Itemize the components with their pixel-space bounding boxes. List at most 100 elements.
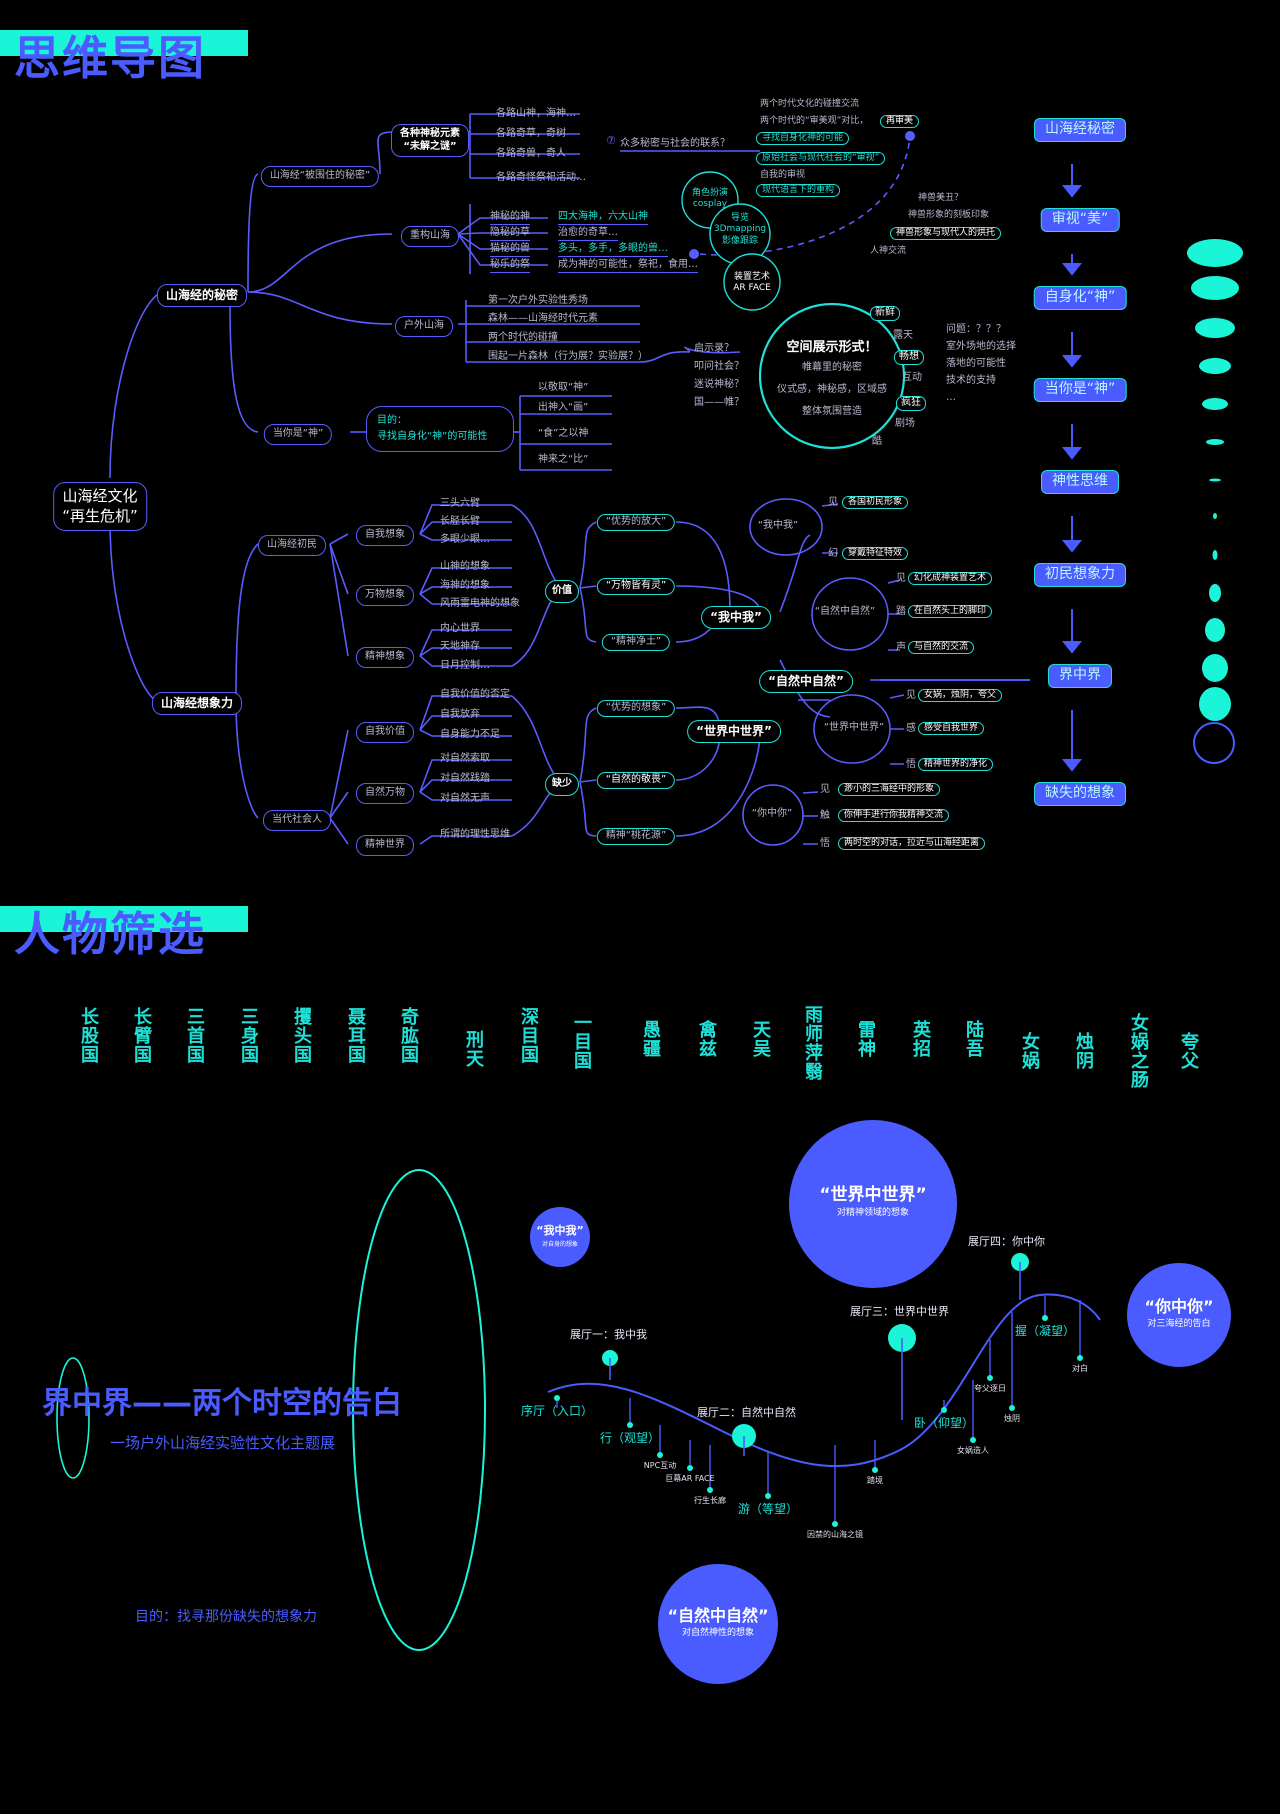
sub-node: 山海经“被围住的秘密” [260, 166, 380, 187]
rebuild-result: 治愈的奇草… [558, 227, 618, 241]
branch-imagination: 山海经想象力 [151, 692, 243, 715]
bubble-ar: 装置艺术 AR FACE [733, 272, 771, 294]
right-note: 神兽美丑？ [918, 193, 964, 203]
path-dot [1077, 1355, 1083, 1361]
space-line: 整体氛围营造 [802, 406, 862, 417]
lack-node: 缺少 [545, 773, 579, 796]
rebuild-item: 猫秘的兽 [490, 243, 530, 257]
group-node: 自然万物 [356, 783, 414, 804]
hall-label: 展厅三：世界中世界 [850, 1305, 949, 1318]
god-item: 出神入“画” [538, 402, 589, 413]
row-value: 幻化成神装置艺术 [908, 572, 993, 586]
path-label: NPC互动 [643, 1461, 677, 1470]
flow-arrowhead [1061, 540, 1083, 553]
era-pill: 现代语言下的重构 [756, 184, 841, 198]
path-dot [970, 1437, 976, 1443]
root-node: 山海经文化 “再生危机” [53, 482, 147, 531]
character-name: 深目国 [518, 1007, 539, 1064]
path-dot [1042, 1315, 1048, 1321]
path-label: 烛阴 [1004, 1414, 1020, 1423]
path-label: 卧（仰望） [913, 1416, 975, 1430]
god-item: 神来之“比” [538, 454, 589, 465]
path-label: 对白 [1072, 1364, 1088, 1373]
row-value: 你伸手进行你我精神交流 [838, 809, 950, 823]
row-key: 幻 [828, 548, 838, 559]
path-dot [707, 1487, 713, 1493]
planet-subtitle: 对自身的想象 [541, 1241, 579, 1248]
rebuild-item: 隐秘的草 [490, 227, 530, 241]
row-value: 两时空的对话，拉近与山海经距离 [838, 837, 986, 851]
planet-circle [530, 1207, 590, 1267]
character-name: 刑天 [463, 1030, 484, 1068]
flow-step: 缺失的想象 [1034, 782, 1126, 806]
path-label: 行生长廊 [694, 1496, 726, 1505]
character-list: 长股国长臂国三首国三身国攫头国聂耳国奇肱国刑天深目国一目国愚疆禽兹天吴雨师萍翳雷… [75, 1005, 1199, 1095]
problem-note: … [946, 392, 956, 403]
flow-step: 初民想象力 [1034, 563, 1126, 587]
characters-section-title: 人物筛选 [14, 907, 206, 961]
question-icon: ⑦ [606, 134, 616, 147]
sub-node: 山海经初民 [258, 535, 326, 556]
path-label: 女娲造人 [957, 1446, 989, 1455]
planet-circle [658, 1564, 778, 1684]
path-label: 序厅（入口） [520, 1404, 594, 1418]
elements-box: 各种神秘元素 “未解之谜” [391, 124, 469, 157]
theme-world: “世界中世界” [687, 720, 781, 743]
path-dot [554, 1395, 560, 1401]
character-name: 英招 [910, 1020, 931, 1058]
hall-label: 展厅一：我中我 [570, 1328, 647, 1341]
value-item: “优势的放大” [596, 514, 676, 531]
path-dot [627, 1422, 633, 1428]
planet-circle [789, 1120, 957, 1288]
goal-box: 目的： 寻找自身化“神”的可能性 [366, 406, 514, 452]
character-name: 陆吾 [963, 1020, 984, 1058]
row-key: 悟 [820, 838, 830, 849]
mindmap-section-title: 思维导图 [14, 31, 206, 85]
path-label: 游（等望） [737, 1502, 799, 1516]
value-item: “万物皆有灵” [596, 578, 676, 595]
row-key: 见 [896, 573, 906, 584]
flow-arrowhead [1061, 447, 1083, 460]
flow-arrowhead [1061, 185, 1083, 198]
hall-label: 展厅四：你中你 [968, 1235, 1045, 1248]
row-value: 女娲，烛阴，夸父 [918, 689, 1003, 703]
circle-world: “世界中世界” [823, 722, 885, 733]
planet-title: “世界中世界” [819, 1185, 927, 1205]
character-name: 长臂国 [131, 1007, 152, 1064]
group-item: 所谓的理性思维 [440, 829, 510, 840]
path-dot [765, 1493, 771, 1499]
sub-node: 重构山海 [401, 226, 459, 247]
problem-note: 室外场地的选择 [946, 341, 1016, 352]
right-note: 神兽形象与现代人的烘托 [890, 227, 1002, 241]
question: 众多秘密与社会的联系？ [620, 138, 730, 149]
outdoor-question: 迷说神秘？ [694, 379, 744, 390]
path-label: 握（凝望） [1014, 1324, 1076, 1338]
character-name: 烛阴 [1073, 1032, 1094, 1070]
row-key: 见 [828, 497, 838, 508]
era-pill: 寻找自身化神的可能 [756, 132, 850, 146]
era-pill: 再审美 [880, 115, 920, 129]
character-name: 奇肱国 [398, 1007, 419, 1064]
path-label: 因禁的山海之镜 [807, 1530, 863, 1539]
row-key: 踏 [896, 606, 906, 617]
group-node: 精神想象 [356, 647, 414, 668]
space-title: 空间展示形式！ [786, 340, 878, 355]
flow-step: 山海经秘密 [1034, 118, 1126, 142]
rebuild-result: 四大海神，六大山神 [558, 211, 648, 225]
circle-nature: “自然中自然” [814, 606, 876, 617]
character-name: 夸父 [1178, 1032, 1199, 1070]
row-value: 各国初民形象 [842, 496, 909, 510]
outdoor-item: 围起一片森林（行为展？实验展？） [488, 351, 648, 362]
rebuild-item: 秘乐的祭 [490, 259, 530, 273]
character-name: 禽兹 [696, 1020, 717, 1058]
flow-step: 审视“美” [1040, 208, 1120, 232]
space-tag: 疯狂 [896, 396, 926, 411]
element-item: 各路山神，海神… [496, 108, 576, 119]
right-note: 神兽形象的刻板印象 [908, 210, 990, 220]
row-key: 见 [820, 784, 830, 795]
problem-note: 落地的可能性 [946, 358, 1006, 369]
row-key: 触 [820, 810, 830, 821]
flow-arrowhead [1061, 641, 1083, 654]
problem-note: 问题：？？？ [946, 324, 1006, 335]
space-tag: 互动 [902, 372, 922, 383]
